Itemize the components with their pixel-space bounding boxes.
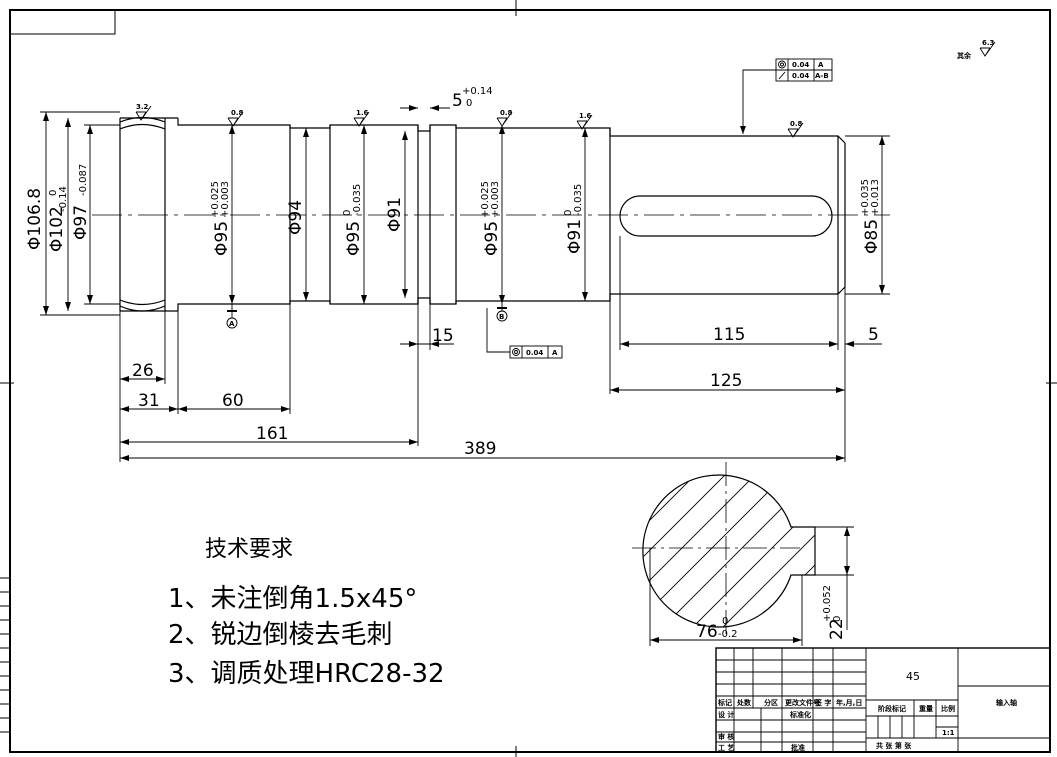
dim-l389: 389 — [464, 439, 496, 459]
title-block-header-2: 处数 — [736, 698, 752, 707]
dim-d95a-tol-lower: +0.003 — [220, 181, 231, 218]
title-block-standard: 标准化 — [789, 710, 811, 719]
title-block-part-name: 输入轴 — [996, 698, 1017, 707]
title-block-header-4: 更改文件号 — [785, 698, 820, 707]
roughness-symbols — [135, 41, 996, 138]
title-block-scale: 1:1 — [942, 729, 955, 737]
title-block-sheets: 共 张 第 张 — [876, 741, 912, 750]
tol-frame1-value: 0.04 — [792, 61, 809, 69]
dim-s76-tol-upper: 0 — [722, 616, 728, 627]
length-dimension-lines — [119, 107, 882, 462]
dim-d85-tol-lower: +0.013 — [870, 179, 881, 216]
dim-l15: 15 — [432, 326, 454, 346]
dim-d95a: Φ95 — [212, 221, 232, 256]
dim-s22-tol-lower: 0 — [832, 616, 843, 622]
dim-l161: 161 — [256, 424, 288, 444]
keyway-section-view — [632, 462, 854, 646]
diameter-dimension-lines — [40, 111, 890, 316]
dim-d95b: Φ95 — [344, 221, 364, 256]
tol-frame3-value: 0.04 — [526, 349, 543, 357]
dim-l60: 60 — [222, 391, 244, 411]
dim-d91a: Φ91 — [385, 197, 405, 232]
dim-d85-tol-upper: +0.035 — [860, 179, 871, 216]
dim-d91b-tol-lower: -0.035 — [573, 184, 584, 216]
dim-d91b-tol-upper: 0 — [563, 210, 574, 216]
title-block-header-5: 签 字 — [814, 698, 831, 707]
title-block-review: 审 核 — [718, 732, 734, 741]
tol-frame2-value: 0.04 — [792, 72, 809, 80]
tol-frame3-ref: A — [552, 349, 558, 357]
title-block-material: 45 — [906, 670, 920, 683]
datum-a: A — [229, 320, 235, 328]
title-block-approve: 批准 — [791, 743, 805, 752]
roughness-0-8-a: 0.8 — [231, 109, 244, 117]
dim-l125: 125 — [710, 371, 742, 391]
dim-d91b: Φ91 — [565, 219, 585, 254]
requirements-title: 技术要求 — [205, 537, 293, 562]
tolerance-frames — [509, 58, 833, 359]
dim-d85: Φ85 — [862, 219, 882, 254]
dim-d102: Φ102 — [47, 206, 67, 252]
roughness-6-3: 6.3 — [982, 39, 995, 47]
dim-groove: 5 — [452, 91, 463, 111]
title-block-header-3: 分区 — [764, 698, 778, 707]
title-block-weight: 重量 — [919, 704, 933, 713]
title-block-header-6: 年,月,日 — [836, 698, 862, 707]
title-block-header-1: 标记 — [717, 698, 732, 707]
dim-l5: 5 — [868, 325, 879, 345]
dim-d97: Φ97 — [71, 205, 91, 240]
title-block-process: 工 艺 — [718, 743, 734, 752]
dim-s22-tol-upper: +0.052 — [822, 585, 833, 622]
dim-groove-tol-lower: 0 — [466, 98, 472, 109]
dim-d94: Φ94 — [286, 200, 306, 235]
roughness-rest-label: 其余 — [957, 51, 972, 60]
datum-b: B — [499, 313, 504, 321]
title-block-scale-label: 比例 — [941, 704, 955, 713]
dim-l26: 26 — [132, 361, 154, 381]
dim-l115: 115 — [713, 325, 745, 345]
title-block-stage-mark: 阶段标记 — [878, 704, 906, 713]
roughness-1-6-a: 1.6 — [356, 109, 369, 117]
dim-d102-tol-lower: -0.14 — [58, 186, 69, 212]
dim-l31: 31 — [138, 391, 160, 411]
title-block — [715, 647, 1051, 753]
dim-d106-8: Φ106.8 — [25, 188, 45, 250]
dim-d95c-tol-upper: +0.025 — [480, 181, 491, 218]
dim-d95c-tol-lower: +0.003 — [490, 181, 501, 218]
dim-d95c: Φ95 — [482, 221, 502, 256]
roughness-1-6-b: 1.6 — [579, 112, 592, 120]
dim-d95b-tol-upper: 0 — [342, 210, 353, 216]
title-block-design: 设 计 — [718, 710, 734, 719]
dim-s22: 22 — [827, 618, 847, 640]
dim-s76-tol-lower: -0.2 — [718, 629, 738, 640]
requirement-item-2: 2、锐边倒棱去毛刺 — [168, 620, 393, 650]
dim-d102-tol-upper: 0 — [48, 190, 59, 196]
dim-groove-tol-upper: +0.14 — [462, 86, 493, 97]
dimension-arrowheads — [43, 105, 885, 461]
requirement-item-3: 3、调质处理HRC28-32 — [168, 659, 445, 689]
dim-d95a-tol-upper: +0.025 — [210, 181, 221, 218]
roughness-0-8-b: 0.8 — [500, 109, 513, 117]
requirement-item-1: 1、未注倒角1.5x45° — [168, 584, 417, 614]
roughness-0-8-c: 0.8 — [790, 120, 803, 128]
dim-s76: 76 — [696, 622, 718, 642]
dim-d95b-tol-lower: -0.035 — [352, 184, 363, 216]
datum-symbols — [226, 69, 776, 353]
roughness-3-2: 3.2 — [136, 103, 149, 111]
tol-frame1-ref: A — [818, 61, 824, 69]
dim-d97-tol: -0.087 — [78, 164, 89, 196]
tol-frame2-ref: A-B — [815, 72, 829, 80]
shaft-outline — [119, 116, 846, 312]
